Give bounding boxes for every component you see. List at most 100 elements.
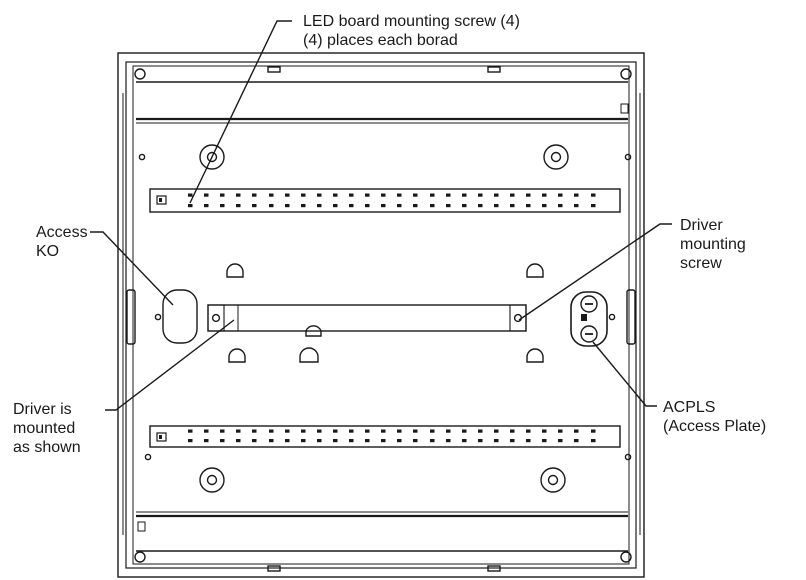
corner-hole-tl <box>134 68 146 80</box>
led-dot <box>574 439 579 443</box>
led-dot <box>365 193 370 197</box>
led-dot <box>317 429 322 433</box>
led-dot <box>462 429 467 433</box>
led-dot <box>252 429 257 433</box>
led-dot <box>269 204 274 208</box>
corner-hole-tr <box>620 68 632 80</box>
corner-hole-bl <box>134 551 146 563</box>
led-dot <box>381 204 386 208</box>
leader-acpls <box>592 341 657 407</box>
led-dot <box>478 439 483 443</box>
led-dot <box>558 429 563 433</box>
led-dots-top <box>188 193 596 208</box>
led-dot <box>269 429 274 433</box>
led-dot <box>220 429 225 433</box>
led-dot <box>558 439 563 443</box>
led-dot <box>285 204 290 208</box>
led-dot <box>397 439 402 443</box>
led-dot <box>494 439 499 443</box>
led-dot <box>542 193 547 197</box>
led-dot <box>269 439 274 443</box>
callout-led-screw-line1: LED board mounting screw (4) <box>303 13 520 30</box>
acpls-plate <box>570 291 608 347</box>
callout-driver-mounted: Driver is mounted as shown <box>13 400 81 457</box>
led-dot <box>349 429 354 433</box>
callout-driver-screw-line3: screw <box>680 255 722 272</box>
led-dot <box>188 429 193 433</box>
led-dot <box>462 439 467 443</box>
led-dot <box>236 439 241 443</box>
led-board-top <box>149 188 621 213</box>
led-dot <box>204 439 209 443</box>
led-dot <box>446 429 451 433</box>
callout-driver-screw-line2: mounting <box>680 236 746 253</box>
boss-br <box>540 467 566 493</box>
leader-driver-mounted <box>105 319 235 411</box>
led-dot <box>430 429 435 433</box>
housing-flange <box>132 65 630 565</box>
callout-access-ko-line1: Access <box>36 224 88 241</box>
led-dot <box>478 429 483 433</box>
led-dot <box>188 193 193 197</box>
access-ko <box>162 289 198 344</box>
led-dot <box>349 204 354 208</box>
led-dot <box>574 193 579 197</box>
led-dot <box>591 193 596 197</box>
driver-body <box>207 304 527 332</box>
led-dot <box>188 439 193 443</box>
led-dot <box>510 193 515 197</box>
led-dot <box>236 193 241 197</box>
led-dot <box>333 429 338 433</box>
leader-access-ko <box>90 231 174 306</box>
callout-driver-screw: Driver mounting screw <box>680 216 746 273</box>
led-dot <box>462 193 467 197</box>
housing-inner-frame <box>125 61 637 569</box>
led-dot <box>494 429 499 433</box>
led-dot <box>510 439 515 443</box>
led-dot <box>413 204 418 208</box>
leader-driver-screw <box>518 223 672 321</box>
led-dot <box>365 439 370 443</box>
led-dot <box>542 439 547 443</box>
led-dot <box>397 193 402 197</box>
callout-driver-screw-line1: Driver <box>680 217 723 234</box>
led-dot <box>333 439 338 443</box>
corner-hole-br <box>620 551 632 563</box>
led-dot <box>188 204 193 208</box>
callout-access-ko-line2: KO <box>36 243 60 260</box>
led-dot <box>510 429 515 433</box>
led-dot <box>430 439 435 443</box>
callout-led-screw-line2: (4) places each borad <box>303 32 458 49</box>
led-dot <box>285 439 290 443</box>
led-dot <box>413 439 418 443</box>
led-dot <box>204 429 209 433</box>
callout-acpls: ACPLS (Access Plate) <box>663 398 766 436</box>
led-dot <box>574 204 579 208</box>
led-dot <box>236 429 241 433</box>
led-board-bottom <box>149 425 621 448</box>
led-dot <box>591 204 596 208</box>
led-dot <box>301 204 306 208</box>
led-dot <box>381 429 386 433</box>
led-dot <box>430 204 435 208</box>
led-dot <box>478 204 483 208</box>
led-dot <box>285 193 290 197</box>
led-dot <box>446 204 451 208</box>
led-dot <box>252 204 257 208</box>
led-dot <box>430 193 435 197</box>
led-dot <box>574 429 579 433</box>
led-dot <box>301 429 306 433</box>
led-dot <box>526 204 531 208</box>
led-dot <box>317 204 322 208</box>
led-dot <box>526 429 531 433</box>
led-dot <box>413 193 418 197</box>
led-dot <box>236 204 241 208</box>
led-dot <box>365 204 370 208</box>
led-dot <box>349 193 354 197</box>
callout-acpls-line1: ACPLS <box>663 399 716 416</box>
callout-led-screw: LED board mounting screw (4) (4) places … <box>303 12 520 50</box>
led-dot <box>252 193 257 197</box>
led-dot <box>526 193 531 197</box>
led-dot <box>349 439 354 443</box>
